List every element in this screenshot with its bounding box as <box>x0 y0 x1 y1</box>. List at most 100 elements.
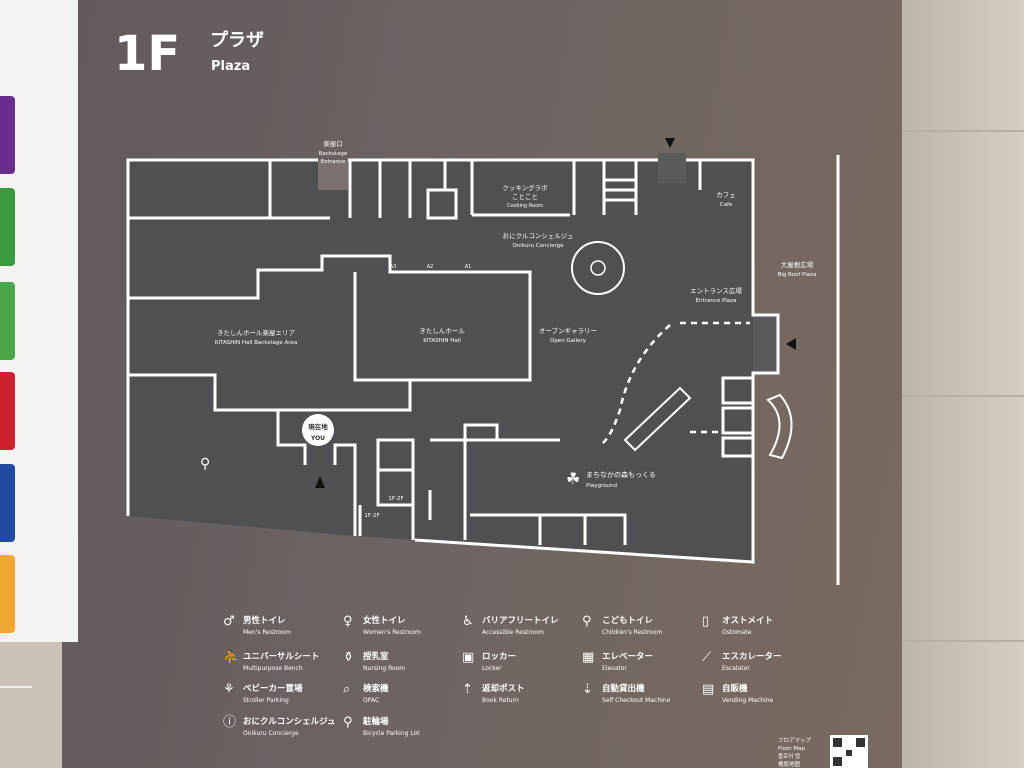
floor-tab[interactable] <box>0 555 15 633</box>
hall-label: きたしんホール <box>419 327 465 335</box>
legend-item: ♀ 女性トイレ Women's Restroom <box>343 615 421 638</box>
floor-map-ko: 플로어 맵 <box>778 752 800 760</box>
ostomate-icon: ▯ <box>702 614 710 629</box>
legend-label-en: Elevator <box>602 665 627 672</box>
self-checkout-icon: ⇣ <box>582 682 593 697</box>
locker-icon: ▣ <box>462 650 475 665</box>
big-roof-plaza-en: Big Roof Plaza <box>777 272 816 278</box>
legend-label-en: Ostomate <box>722 629 752 636</box>
legend-label-jp: 駐輪場 <box>363 717 389 727</box>
elevator-icon: ▦ <box>582 650 595 665</box>
accessible-restroom-icon: ♿ <box>462 614 474 629</box>
gallery-label: オープンギャラリー <box>539 327 597 335</box>
stairs <box>766 393 793 460</box>
backstage-entrance-label: 楽屋口 <box>323 139 343 148</box>
door-a2: A2 <box>427 264 434 270</box>
legend-label-jp: オストメイト <box>722 616 774 626</box>
floor-map-en: Floor Map <box>778 746 806 752</box>
gallery-en: Open Gallery <box>550 338 587 344</box>
nursing-icon: ⚱ <box>343 650 354 665</box>
legend-label-en: Onikuru Concierge <box>243 730 299 737</box>
legend-label-en: Women's Restroom <box>363 629 421 636</box>
you-arrow-icon <box>315 476 325 488</box>
entrance-arrow-icon <box>786 338 796 350</box>
childrens-restroom-icon: ⚲ <box>582 614 592 629</box>
floor-number: 1F <box>114 26 180 82</box>
legend-label-en: Bicycle Parking Lot <box>363 730 420 737</box>
book-return-icon: ⇡ <box>462 682 473 697</box>
floor-map-zh: 楼层地图 <box>778 760 801 768</box>
cafe-en: Cafe <box>720 202 733 208</box>
floor-area <box>128 160 753 562</box>
floor-tab[interactable] <box>0 372 15 450</box>
floor-index-panel <box>0 0 78 642</box>
legend-label-en: Accessible Restroom <box>482 629 544 636</box>
concierge-desk <box>571 241 625 295</box>
legend-label-en: Nursing Room <box>363 665 406 672</box>
legend-label-jp: 検索機 <box>363 684 389 694</box>
legend-label-jp: ユニバーサルシート <box>243 652 320 662</box>
you-label-en: YOU <box>310 435 325 442</box>
playground-label: まちなかの森もっくる <box>586 470 656 479</box>
legend-label-jp: エスカレーター <box>722 652 782 662</box>
concierge-en: Onikuru Concierge <box>512 243 564 249</box>
walls <box>126 155 840 585</box>
legend-item: ⌕ 検索機 OPAC <box>343 683 389 706</box>
legend-item: ♿ バリアフリートイレ Accessible Restroom <box>462 615 559 638</box>
legend-label-jp: 女性トイレ <box>363 616 406 626</box>
legend-label-en: Escalator <box>722 665 750 672</box>
legend-label-jp: こどもトイレ <box>602 616 654 626</box>
legend-label-jp: 自動貸出機 <box>602 684 645 694</box>
womens-restroom-icon: ♀ <box>343 614 353 629</box>
divider <box>0 686 32 688</box>
legend-label-jp: エレベーター <box>602 652 654 662</box>
big-roof-plaza-label: 大屋根広場 <box>781 260 814 269</box>
vending-icon: ▤ <box>702 682 715 697</box>
legend-item: ⟋ エスカレーター Escalator <box>702 651 782 674</box>
legend-label-en: Multipurpose Bench <box>243 665 303 672</box>
legend-item: ⇣ 自動貸出機 Self Checkout Machine <box>582 683 671 706</box>
cooking-room-label: クッキングラボ <box>502 183 548 192</box>
entrance-plaza-en: Entrance Plaza <box>696 298 737 304</box>
stroller-icon: ⚘ <box>223 682 235 697</box>
legend-label-en: Book Return <box>482 697 519 704</box>
hall-en: KITASHIN Hall <box>423 338 461 344</box>
legend-item: ▯ オストメイト Ostomate <box>702 615 774 638</box>
entrance-arrow-icon <box>665 138 675 148</box>
legend-label-en: Men's Restroom <box>243 629 291 636</box>
stairs-floor-label: 1F-2F <box>364 513 379 519</box>
mens-restroom-icon: ♂ <box>223 614 235 629</box>
floor-tab[interactable] <box>0 96 15 174</box>
floor-name-en: Plaza <box>211 59 250 74</box>
cooking-room-en: Cooking Room <box>507 203 543 209</box>
cooking-room-label2: ことこと <box>512 193 538 201</box>
floor-tab[interactable] <box>0 188 15 266</box>
legend-label-jp: おにクルコンシェルジュ <box>243 717 336 727</box>
you-marker <box>302 414 334 446</box>
legend-label-jp: 自販機 <box>722 684 748 694</box>
wall-background <box>900 0 1024 768</box>
legend-label-en: OPAC <box>363 697 380 704</box>
legend-label-jp: ロッカー <box>482 652 517 662</box>
legend-label-jp: バリアフリートイレ <box>482 616 559 626</box>
floor-tab[interactable] <box>0 282 15 360</box>
floor-map-jp: フロアマップ <box>778 737 812 744</box>
legend-label-en: Self Checkout Machine <box>602 697 671 704</box>
floor-map-qr-block: フロアマップ Floor Map 플로어 맵 楼层地图 <box>778 735 868 768</box>
bicycle-icon: ⚲ <box>200 456 210 472</box>
entrance-plaza-label: エントランス広場 <box>690 286 742 295</box>
backstage-area-en: KITASHIN Hall Backstage Area <box>215 340 297 346</box>
escalator-icon: ⟋ <box>702 650 712 665</box>
floor-tab[interactable] <box>0 464 15 542</box>
concierge-label: おにクルコンシェルジュ <box>503 232 574 240</box>
legend-label-jp: 男性トイレ <box>243 616 286 626</box>
opac-icon: ⌕ <box>343 682 351 697</box>
